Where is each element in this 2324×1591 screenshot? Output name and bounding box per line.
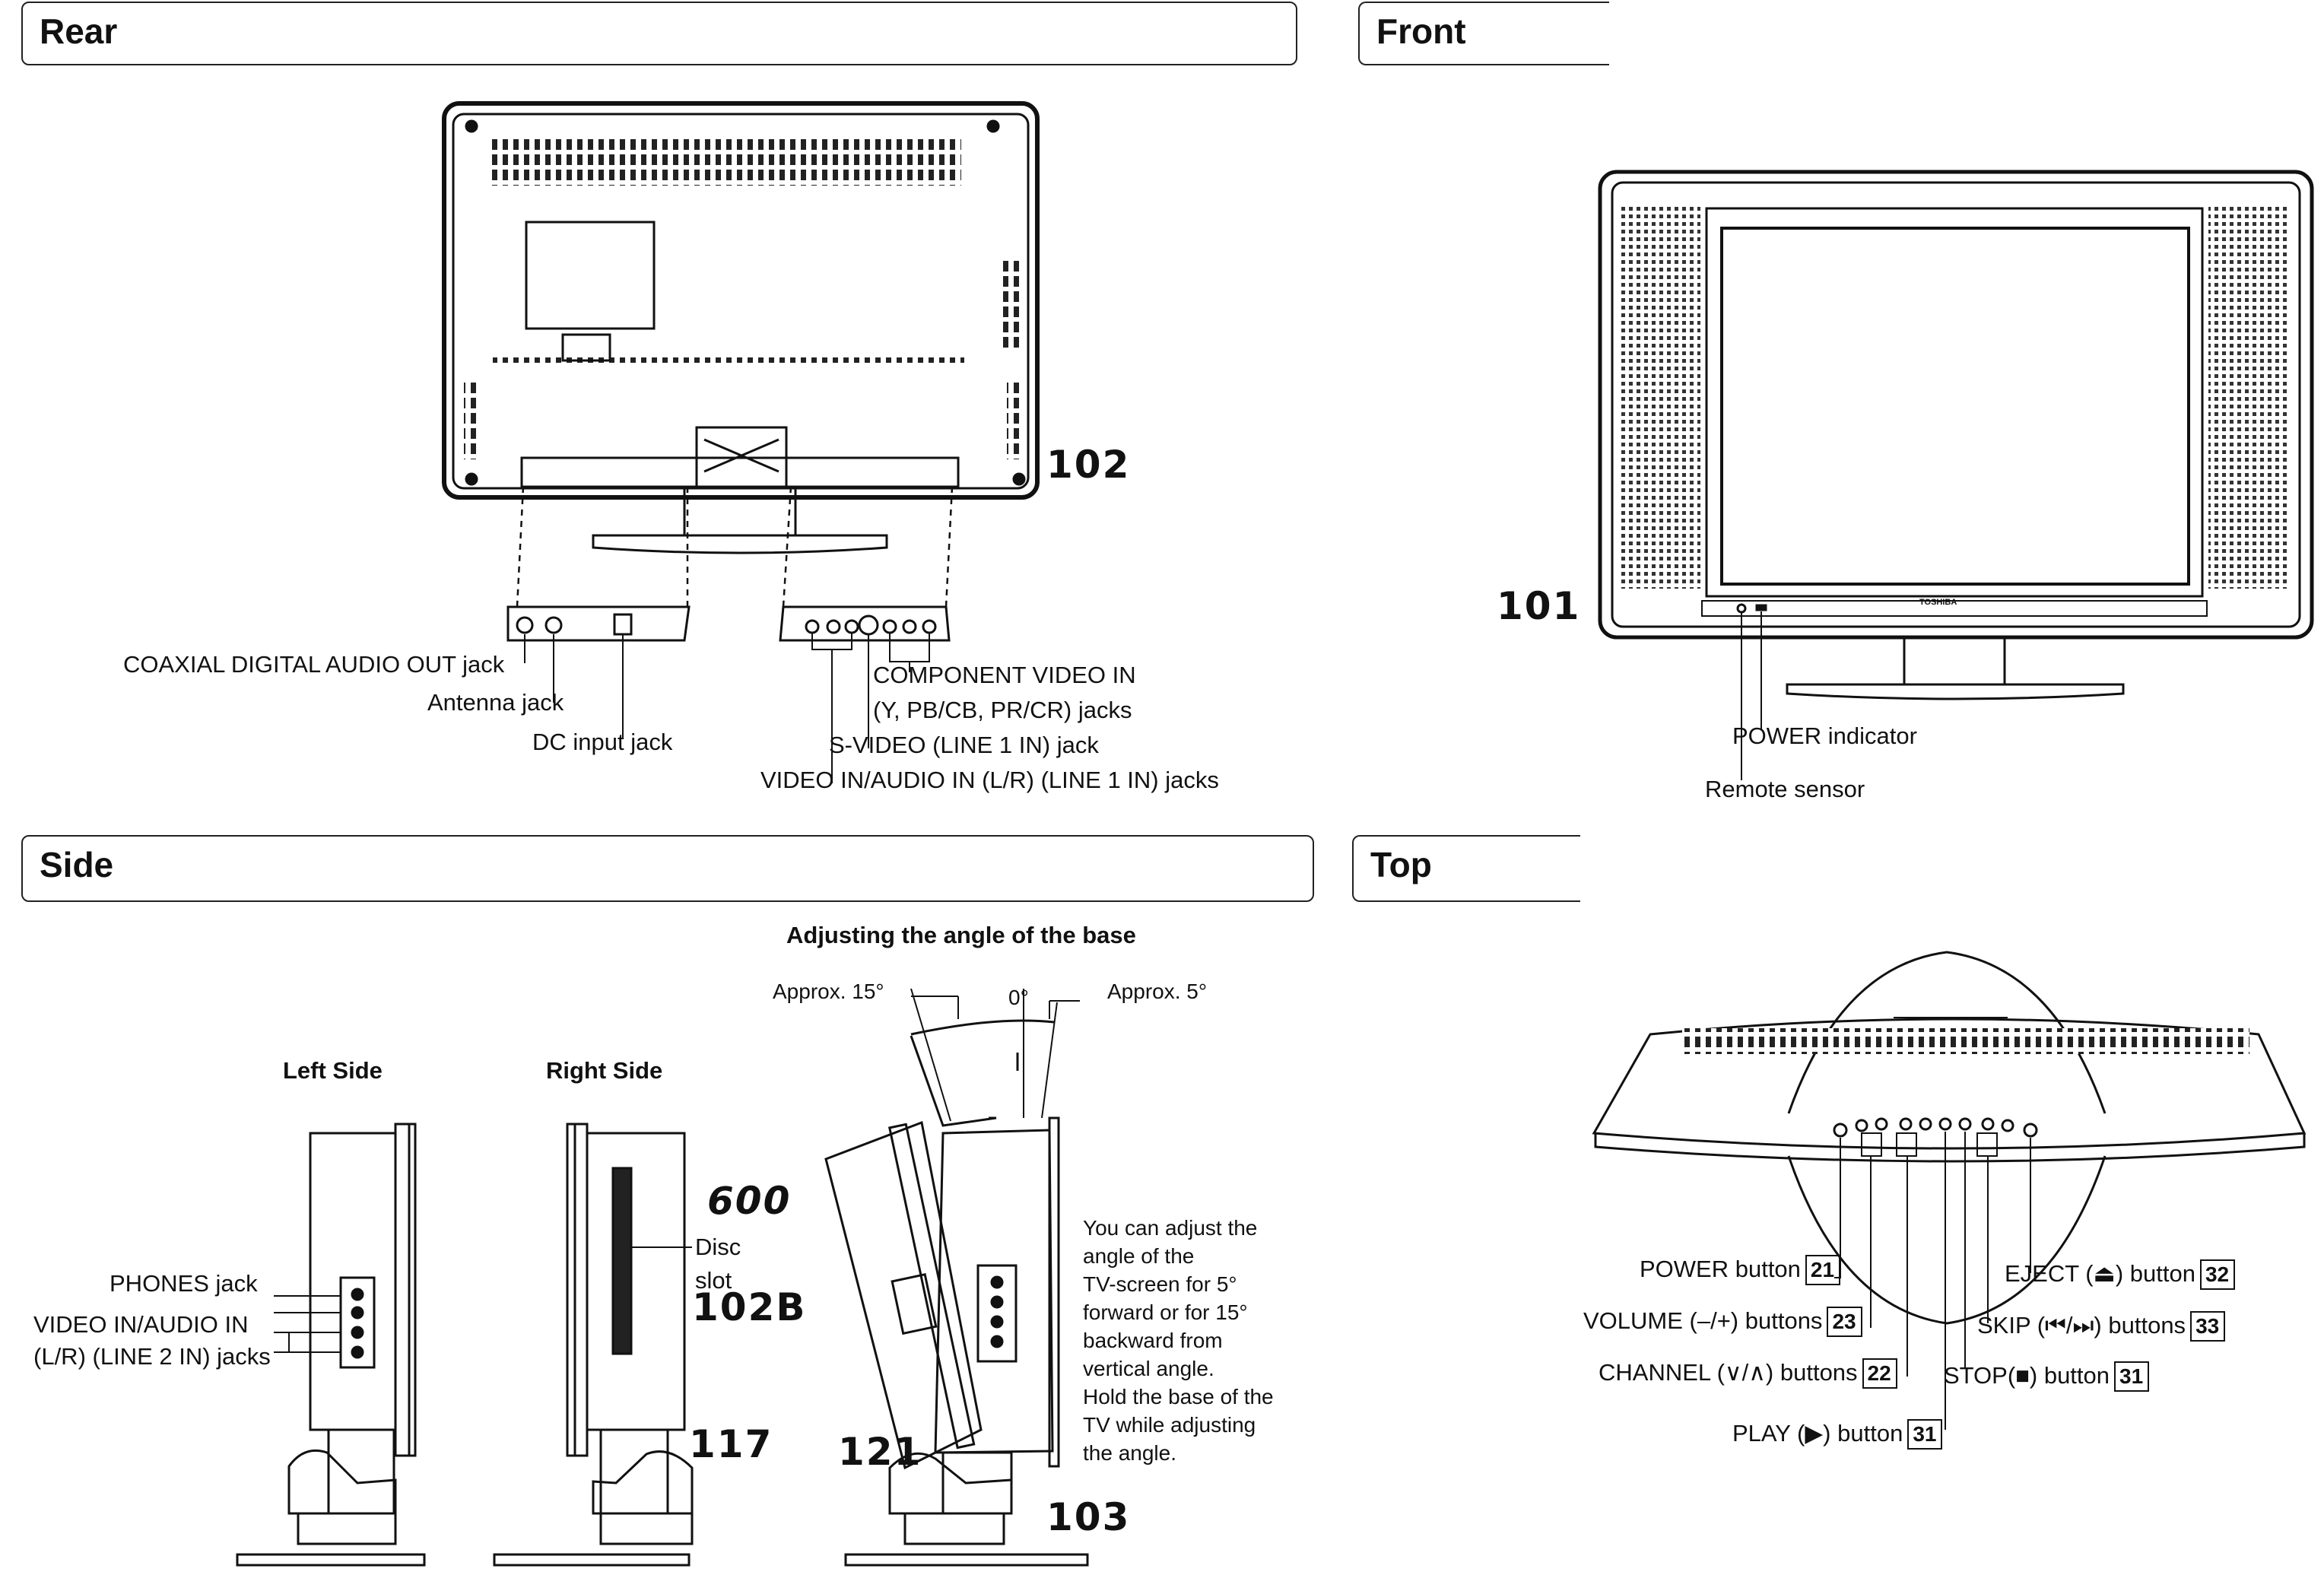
note-line: forward or for 15° <box>1083 1300 1248 1324</box>
angle-note: You can adjust the angle of the TV-scree… <box>1083 1214 1274 1467</box>
approx-5-label: Approx. 5° <box>1107 980 1208 1003</box>
note-line: the angle. <box>1083 1441 1176 1465</box>
side-header: Side <box>21 835 1314 902</box>
antenna-label: Antenna jack <box>427 689 564 716</box>
skip-text: SKIP (⏮/⏭) buttons <box>1977 1312 2186 1339</box>
side-title: Side <box>40 845 114 884</box>
volume-ref: 23 <box>1827 1307 1862 1337</box>
top-title: Top <box>1370 845 1432 884</box>
power-button-ref: 21 <box>1805 1255 1841 1285</box>
eject-ref: 32 <box>2199 1259 2236 1290</box>
coaxial-label: COAXIAL DIGITAL AUDIO OUT jack <box>123 651 505 678</box>
play-text: PLAY (▶) button <box>1732 1420 1903 1447</box>
skip-ref: 33 <box>2190 1311 2226 1342</box>
channel-ref: 22 <box>1862 1358 1897 1389</box>
zero-degree-label: 0° <box>1008 986 1029 1009</box>
left-side-title: Left Side <box>283 1057 383 1084</box>
left-side-drawing <box>236 1123 426 1567</box>
note-line: angle of the <box>1083 1244 1195 1268</box>
dc-input-label: DC input jack <box>532 729 673 755</box>
right-side-drawing <box>493 1123 694 1567</box>
approx-15-label: Approx. 15° <box>773 980 884 1003</box>
svideo-label: S-VIDEO (LINE 1 IN) jack <box>829 732 1099 758</box>
ref-117: 117 <box>689 1422 773 1466</box>
rear-tv-drawing <box>442 101 1040 783</box>
front-tv-drawing <box>1598 170 2314 780</box>
note-line: Hold the base of the <box>1083 1385 1274 1408</box>
video-audio-line1-label: VIDEO IN/AUDIO IN (L/R) (LINE 1 IN) jack… <box>760 767 1219 793</box>
note-line: vertical angle. <box>1083 1357 1214 1380</box>
ref-121: 121 <box>838 1430 922 1474</box>
component-label-line1: COMPONENT VIDEO IN <box>873 662 1136 688</box>
top-header: Top <box>1352 835 1580 902</box>
note-line: You can adjust the <box>1083 1216 1258 1240</box>
ref-103: 103 <box>1046 1495 1131 1539</box>
channel-text: CHANNEL (∨/∧) buttons <box>1599 1359 1858 1386</box>
ref-102b: 102B <box>692 1285 807 1329</box>
rear-header: Rear <box>21 2 1297 65</box>
front-title: Front <box>1376 11 1466 51</box>
note-line: TV-screen for 5° <box>1083 1272 1237 1296</box>
eject-text: EJECT (⏏) button <box>2005 1260 2195 1287</box>
ref-600: 600 <box>707 1179 792 1223</box>
disc-label-line1: Disc <box>695 1234 741 1260</box>
disc-label-line2: slot <box>695 1267 732 1294</box>
remote-sensor-label: Remote sensor <box>1705 776 1865 802</box>
brand-logo: TOSHIBA <box>1919 598 1957 607</box>
top-view-drawing <box>1592 951 2307 1430</box>
front-ref-number: 101 <box>1497 584 1581 628</box>
play-ref: 31 <box>1907 1419 1943 1450</box>
power-button-text: POWER button <box>1640 1256 1801 1282</box>
rear-title: Rear <box>40 11 118 51</box>
front-header: Front <box>1358 2 1609 65</box>
side-video-audio-line2: (L/R) (LINE 2 IN) jacks <box>33 1343 271 1370</box>
component-label-line2: (Y, PB/CB, PR/CR) jacks <box>873 697 1132 723</box>
note-line: backward from <box>1083 1329 1223 1352</box>
adjust-angle-title: Adjusting the angle of the base <box>786 922 1136 948</box>
power-indicator-label: POWER indicator <box>1732 722 1917 749</box>
volume-text: VOLUME (–/+) buttons <box>1583 1307 1823 1334</box>
angle-adjust-drawing <box>824 988 1089 1567</box>
right-side-title: Right Side <box>546 1057 663 1084</box>
phones-jack-label: PHONES jack <box>110 1270 258 1297</box>
stop-text: STOP(■) button <box>1944 1362 2110 1389</box>
rear-ref-number: 102 <box>1046 443 1131 487</box>
note-line: TV while adjusting <box>1083 1413 1256 1437</box>
side-video-audio-line1: VIDEO IN/AUDIO IN <box>33 1311 249 1338</box>
stop-ref: 31 <box>2114 1361 2150 1392</box>
